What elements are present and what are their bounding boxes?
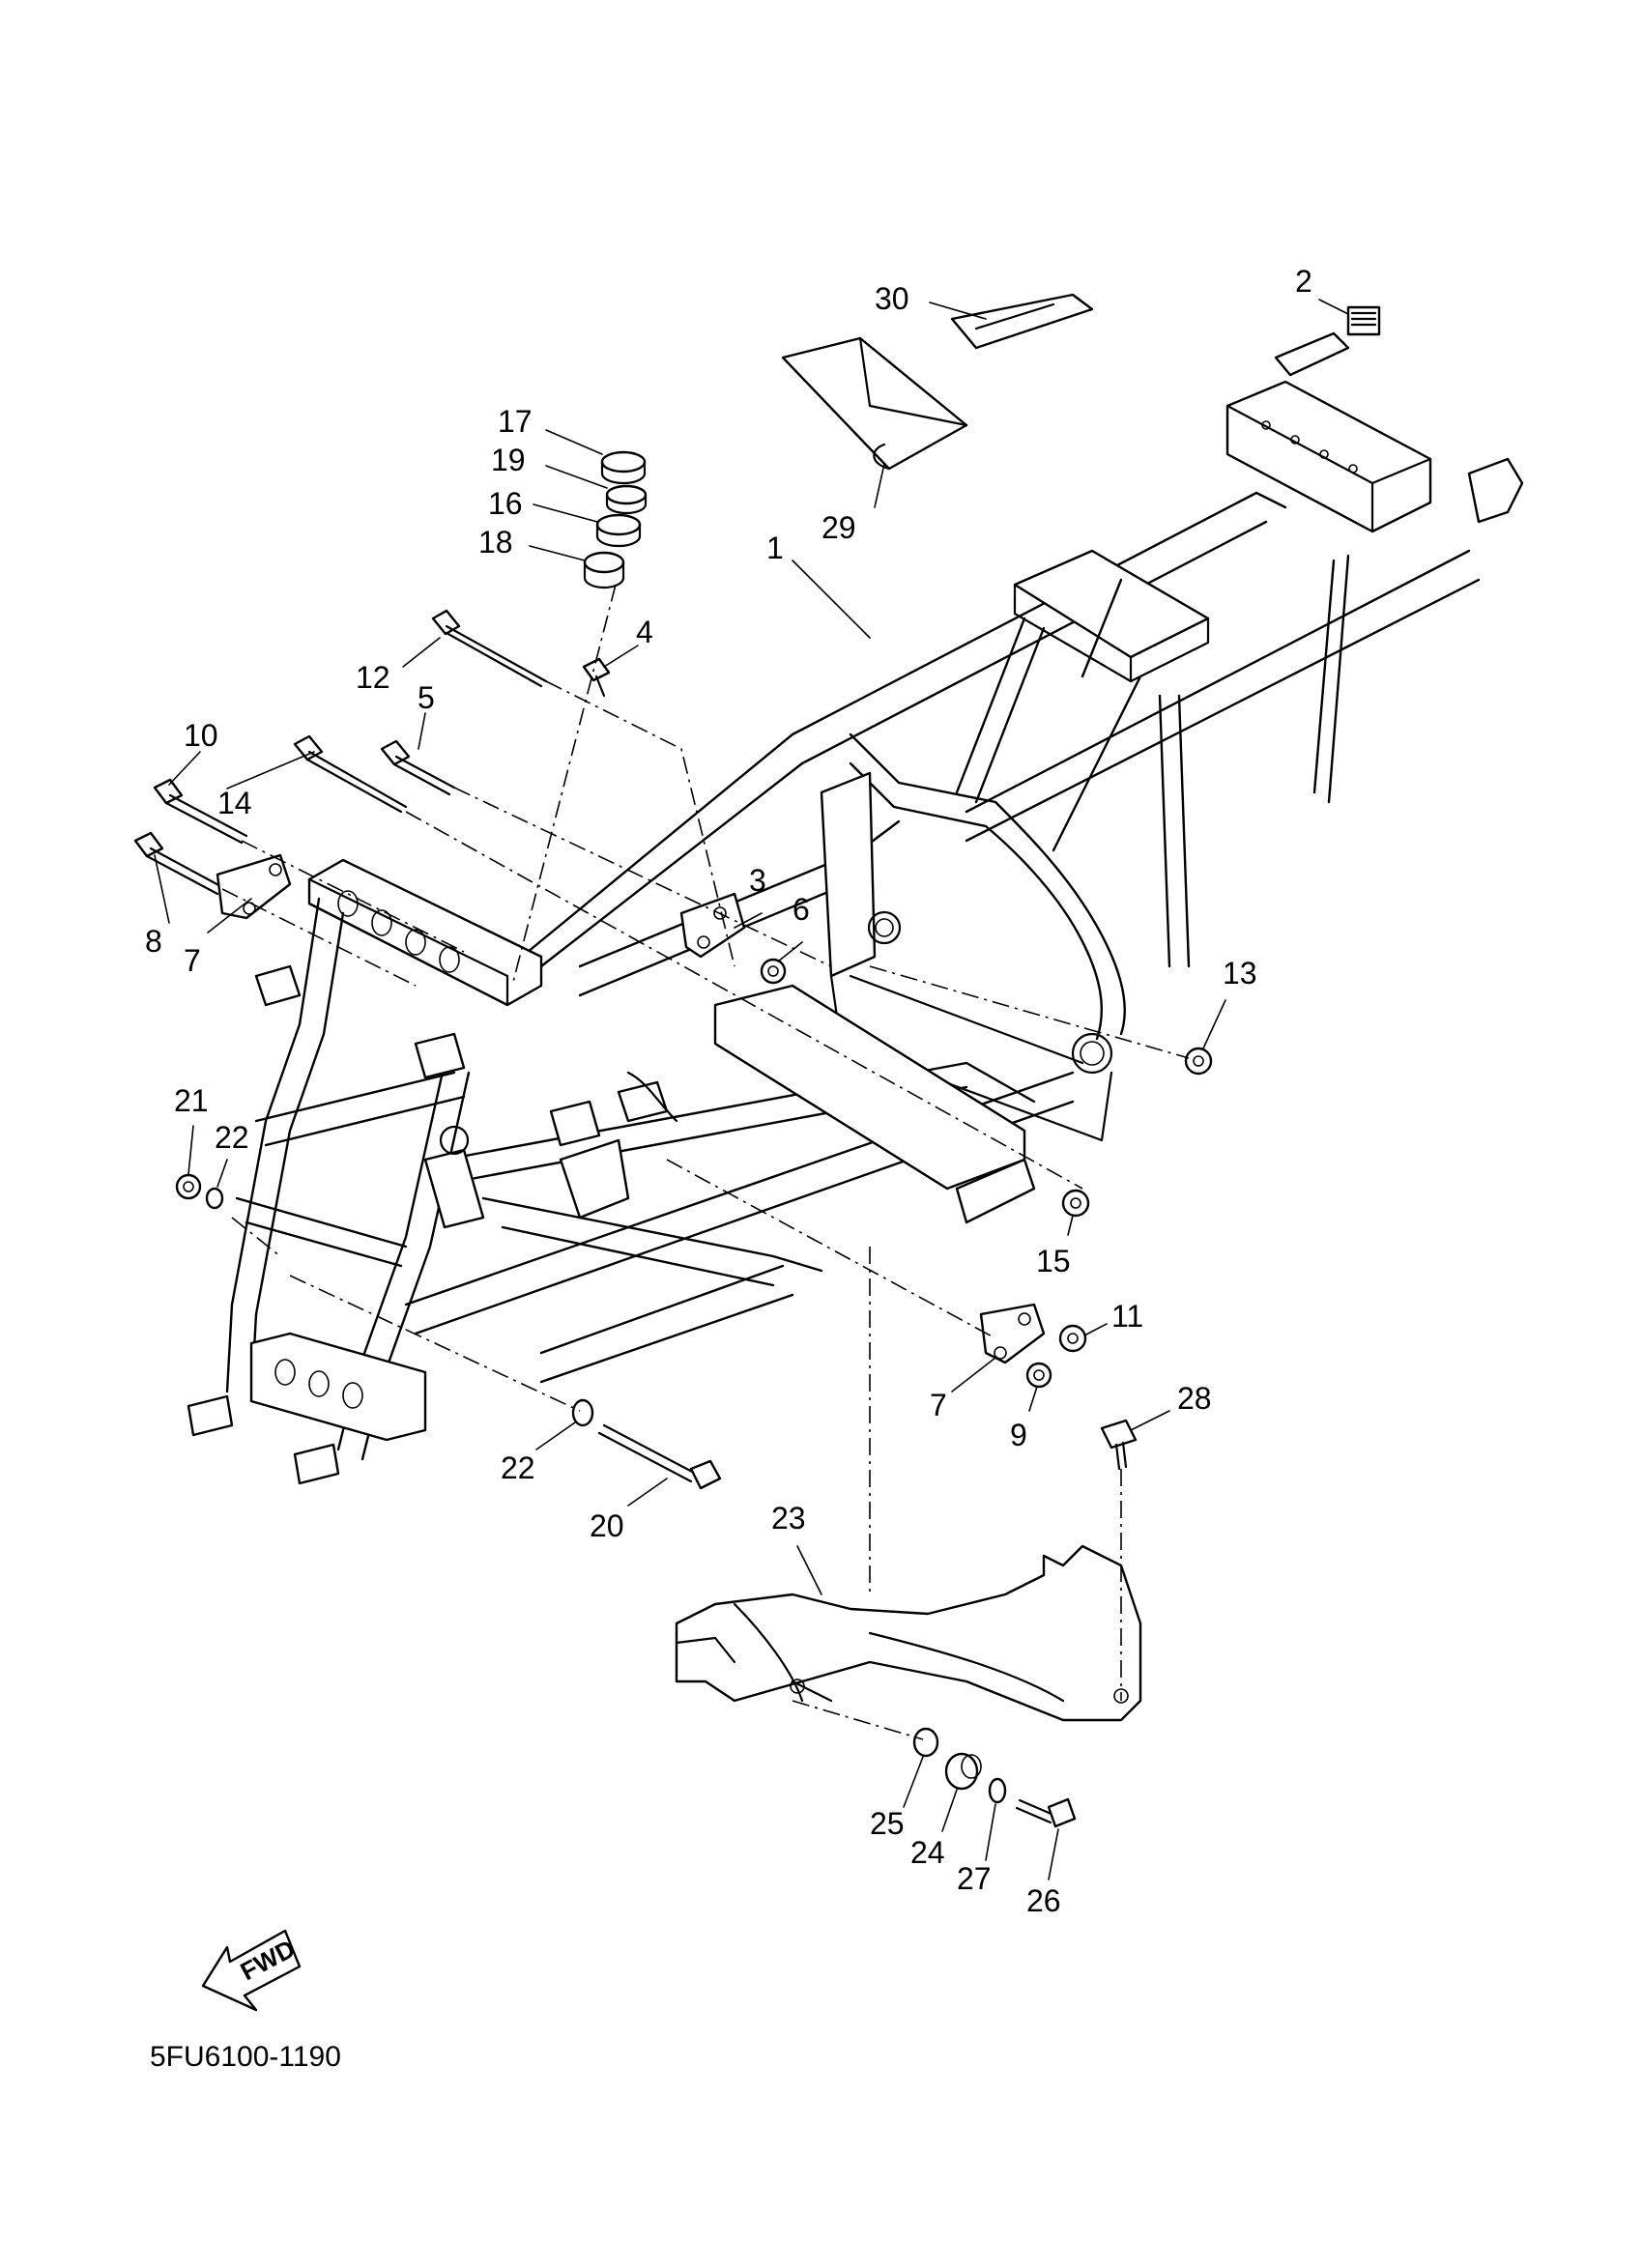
main-frame — [404, 331, 1524, 1384]
callout-7-upper: 7 — [184, 943, 201, 978]
skid-hardware — [912, 1727, 1077, 1828]
callout-8: 8 — [145, 924, 162, 959]
callout-25: 25 — [870, 1806, 905, 1841]
callout-15: 15 — [1036, 1244, 1071, 1278]
engine-brackets — [216, 853, 1046, 1364]
callout-1: 1 — [766, 531, 784, 565]
callout-18: 18 — [478, 525, 513, 560]
owners-manual-pouch — [781, 336, 968, 471]
callout-13: 13 — [1223, 956, 1257, 990]
callout-22-left: 22 — [215, 1120, 249, 1155]
callout-22-lower: 22 — [501, 1450, 535, 1485]
front-frame-section — [187, 858, 678, 1485]
callout-labels: 30 2 29 17 19 16 18 1 4 12 5 10 14 8 7 3… — [145, 264, 1312, 1918]
bolts-upper — [133, 609, 548, 896]
callout-21: 21 — [174, 1083, 209, 1118]
callout-29: 29 — [822, 510, 856, 545]
cap-part — [1346, 305, 1381, 336]
callout-11: 11 — [1111, 1299, 1143, 1334]
bolt-28 — [1100, 1419, 1138, 1471]
callout-2: 2 — [1295, 264, 1312, 299]
mount-bracket-parts — [582, 657, 787, 985]
tool-kit — [950, 293, 1094, 350]
callout-24: 24 — [910, 1835, 945, 1870]
skid-plate — [675, 1544, 1142, 1722]
nuts-washers — [175, 1047, 1213, 1427]
callout-5: 5 — [418, 680, 435, 715]
bolt-20 — [597, 1423, 722, 1490]
callout-17: 17 — [498, 404, 533, 439]
leader-lines — [154, 299, 1349, 1880]
center-lines — [221, 584, 1190, 1740]
forward-arrow-icon: FWD — [201, 1929, 302, 2012]
callout-26: 26 — [1026, 1883, 1061, 1918]
callout-14: 14 — [217, 786, 252, 820]
callout-19: 19 — [491, 443, 526, 477]
diagram-code: 5FU6100-1190 — [150, 2041, 341, 2073]
callout-12: 12 — [356, 660, 390, 695]
callout-7-lower: 7 — [930, 1388, 947, 1422]
callout-27: 27 — [957, 1861, 992, 1896]
callout-16: 16 — [488, 486, 523, 521]
callout-3: 3 — [749, 863, 766, 898]
bushing-stack — [583, 450, 648, 589]
callout-9: 9 — [1010, 1418, 1027, 1452]
callout-4: 4 — [636, 615, 653, 649]
callout-30: 30 — [875, 281, 909, 316]
callout-20: 20 — [590, 1508, 624, 1543]
callout-28: 28 — [1177, 1381, 1212, 1416]
callout-6: 6 — [793, 892, 810, 927]
callout-23: 23 — [771, 1501, 806, 1536]
callout-10: 10 — [184, 718, 218, 753]
